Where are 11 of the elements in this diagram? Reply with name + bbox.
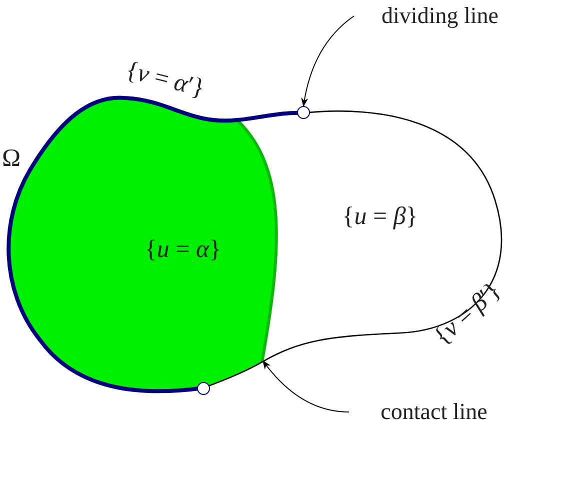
boundary-label: {v = β′}	[428, 276, 507, 352]
interface-curve	[236, 119, 278, 362]
callout-label: dividing line	[382, 3, 498, 29]
region-label: {u = β}	[342, 203, 418, 231]
callout-label: contact line	[380, 399, 488, 425]
point-marker	[297, 106, 310, 119]
boundary-label: {v = α′}	[122, 56, 208, 104]
leader-line	[301, 16, 354, 107]
domain-label: Ω	[2, 145, 21, 173]
leader-line	[262, 360, 350, 412]
region-label: {u = α}	[144, 236, 222, 264]
